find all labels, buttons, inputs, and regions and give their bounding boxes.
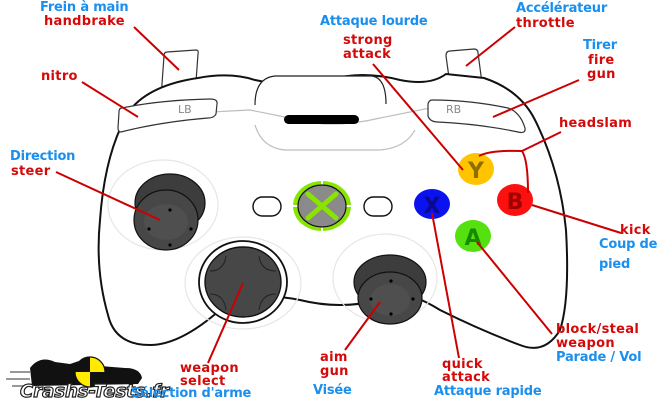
left-bumper: LB bbox=[117, 98, 218, 133]
label-rt-fr: Accélérateur bbox=[516, 1, 608, 16]
top-cradle bbox=[254, 75, 387, 106]
start-button bbox=[363, 196, 393, 217]
label-left-stick-fr: Direction bbox=[10, 149, 76, 164]
watermark-text: Crashs-Tests.fr bbox=[20, 381, 170, 401]
label-a-en-1: block/steal bbox=[556, 322, 640, 337]
leader-right-stick bbox=[344, 301, 381, 351]
button-a: A bbox=[455, 220, 491, 252]
label-dpad-en-2: select bbox=[180, 374, 226, 389]
leader-left-stick bbox=[55, 171, 161, 221]
label-dpad-fr: Sélection d'arme bbox=[131, 386, 252, 401]
leader-y bbox=[372, 63, 464, 171]
connector-slot bbox=[284, 115, 359, 124]
inner-contour-lower bbox=[254, 124, 416, 151]
label-rt-en: throttle bbox=[516, 16, 575, 31]
label-lb-en: nitro bbox=[41, 69, 78, 84]
leader-lt bbox=[133, 26, 180, 71]
button-y-letter: Y bbox=[467, 159, 485, 184]
button-x-letter: X bbox=[424, 194, 441, 219]
label-lt-en: handbrake bbox=[44, 14, 125, 29]
d-pad bbox=[198, 240, 288, 324]
leader-rb bbox=[492, 79, 580, 118]
button-y: Y bbox=[458, 153, 494, 185]
label-b-en: kick bbox=[620, 223, 651, 238]
label-a-fr: Parade / Vol bbox=[556, 350, 642, 365]
label-x-en-2: attack bbox=[442, 370, 491, 385]
label-right-stick-en-1: aim bbox=[320, 350, 348, 365]
dpad-halo bbox=[184, 236, 302, 330]
rb-label: RB bbox=[446, 103, 461, 116]
leader-x bbox=[431, 212, 460, 359]
label-rb-fr: Tirer bbox=[583, 38, 617, 53]
button-b-letter: B bbox=[507, 190, 524, 215]
label-dpad-en-1: weapon bbox=[180, 361, 239, 376]
leader-lines bbox=[55, 26, 622, 364]
lb-label: LB bbox=[178, 103, 192, 116]
back-button bbox=[252, 196, 282, 217]
label-y-en-1: strong bbox=[343, 33, 393, 48]
label-a-en-2: weapon bbox=[556, 336, 615, 351]
label-x-en-1: quick bbox=[442, 357, 483, 372]
label-headslam-en: headslam bbox=[559, 116, 633, 131]
label-left-stick-en: steer bbox=[11, 164, 51, 179]
label-right-stick-fr: Visée bbox=[313, 383, 352, 398]
right-bumper: RB bbox=[427, 99, 526, 134]
label-right-stick-en-2: gun bbox=[320, 364, 349, 379]
label-rb-en-1: fire bbox=[588, 53, 615, 68]
button-b: B bbox=[497, 184, 533, 216]
guide-button bbox=[293, 180, 351, 232]
leader-dpad bbox=[207, 282, 244, 364]
label-b-fr-2: pied bbox=[599, 257, 631, 272]
label-y-fr: Attaque lourde bbox=[320, 14, 428, 29]
leader-headslam bbox=[478, 131, 562, 194]
label-b-fr-1: Coup de bbox=[599, 237, 658, 252]
xbox-logo-icon bbox=[305, 191, 339, 221]
label-y-en-2: attack bbox=[343, 47, 392, 62]
button-a-letter: A bbox=[464, 226, 481, 251]
label-x-fr: Attaque rapide bbox=[434, 384, 542, 399]
leader-rt bbox=[465, 26, 516, 67]
leader-b bbox=[531, 204, 622, 234]
label-lt-fr: Frein à main bbox=[40, 0, 129, 15]
leader-a bbox=[476, 241, 553, 335]
leader-lb bbox=[81, 81, 139, 118]
crash-tests-logo: Crashs-Tests.fr bbox=[6, 356, 171, 401]
label-rb-en-2: gun bbox=[587, 67, 616, 82]
button-x: X bbox=[414, 189, 450, 219]
right-thumbstick bbox=[353, 254, 427, 325]
